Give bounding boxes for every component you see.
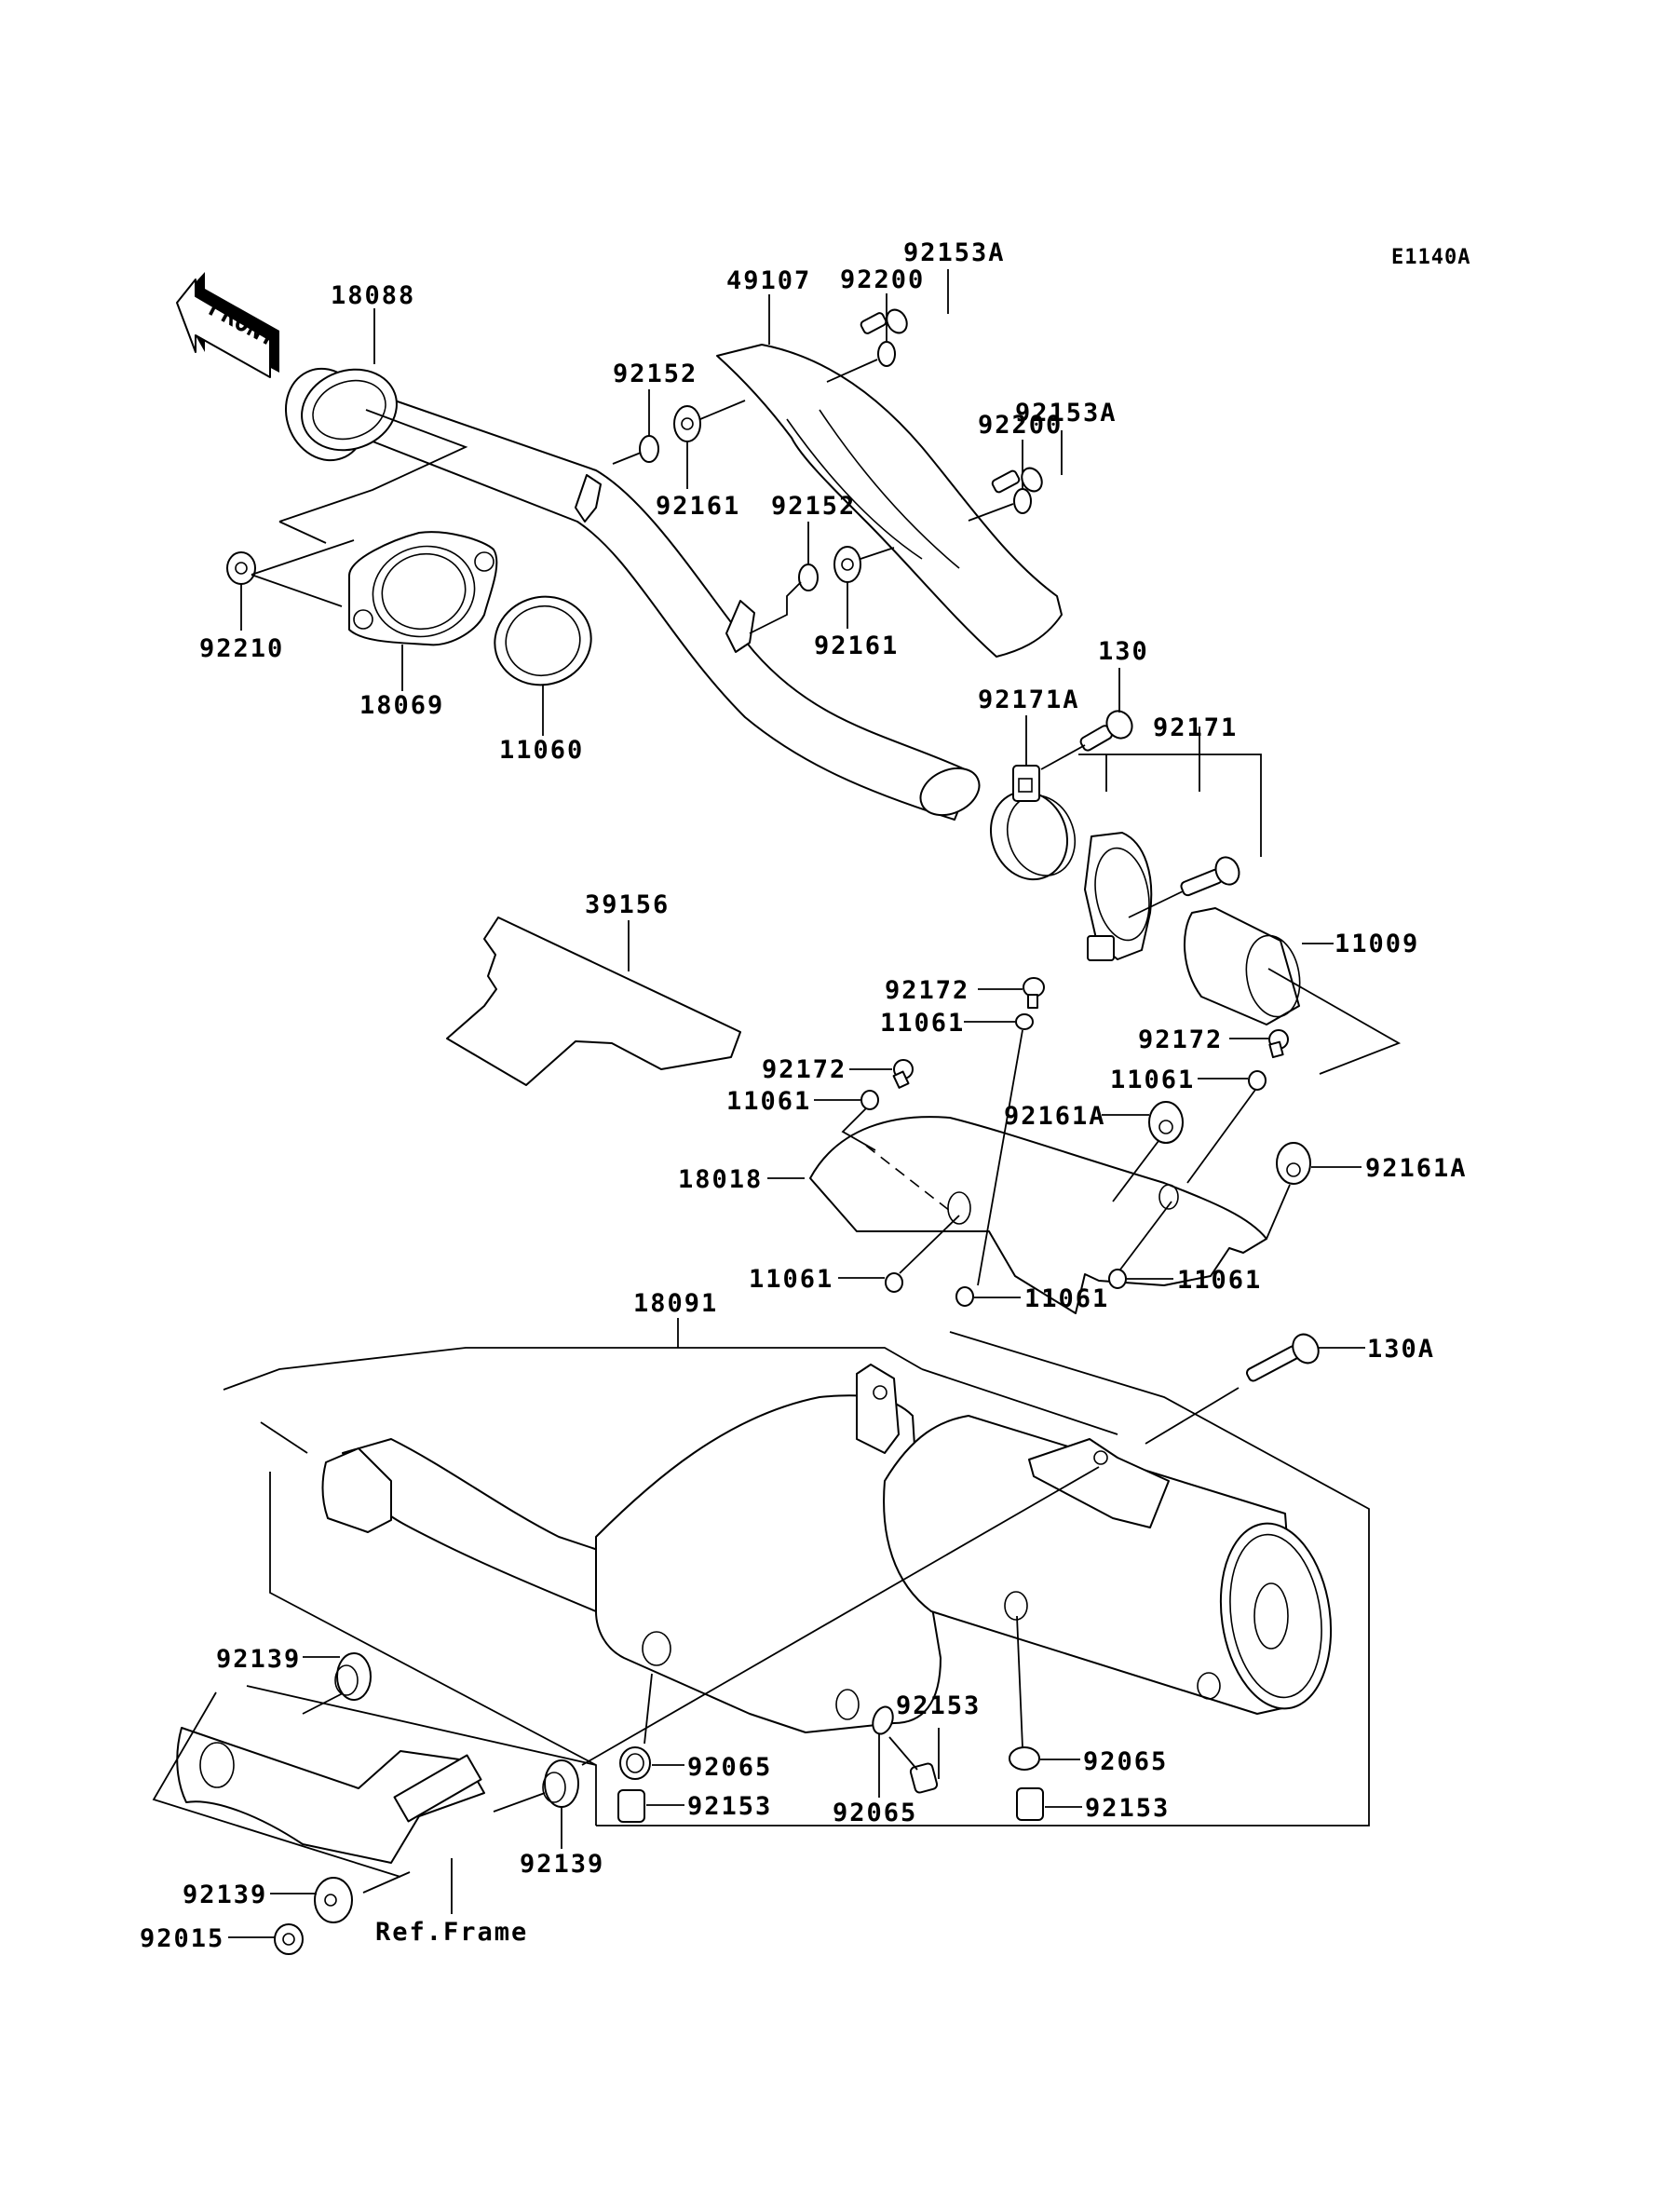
part-label-130A: 130A <box>1367 1335 1435 1364</box>
part-label-92139-top: 92139 <box>216 1645 301 1674</box>
part-label-92200-lower: 92200 <box>978 411 1063 440</box>
washer-92065-left <box>619 1746 651 1780</box>
screw-92172-right <box>1268 1029 1289 1059</box>
part-label-11061-lower-mid: 11061 <box>1024 1284 1109 1313</box>
rubber-mount-92139-top <box>334 1652 372 1701</box>
part-label-92161A-left: 92161A <box>1004 1102 1106 1131</box>
bolt-92171 <box>1180 856 1240 897</box>
grommet-92161A-right <box>1276 1142 1311 1185</box>
gasket-11060 <box>494 595 592 686</box>
part-label-92172-top: 92172 <box>885 976 969 1005</box>
washer-11061-top <box>1015 1013 1034 1030</box>
muffler-cover-18018 <box>809 1116 1267 1314</box>
part-label-18091: 18091 <box>633 1289 718 1318</box>
part-label-49107: 49107 <box>726 266 811 295</box>
bolt-130 <box>1079 710 1133 752</box>
part-label-92065-mid: 92065 <box>833 1799 917 1827</box>
exhaust-head-pipe <box>362 390 981 821</box>
washer-11061-lower-right <box>1108 1269 1127 1289</box>
clamp-92171 <box>1084 832 1153 961</box>
rubber-mount-92139-bottom <box>314 1877 353 1923</box>
part-label-92153-left: 92153 <box>687 1792 772 1821</box>
part-label-18088: 18088 <box>331 281 415 310</box>
heat-cover-49107 <box>716 344 1063 658</box>
washer-11061-right <box>1248 1070 1267 1091</box>
part-label-11061-lower-right: 11061 <box>1177 1266 1262 1295</box>
washer-92065-mid <box>872 1705 894 1735</box>
washer-11061-lower-mid <box>955 1286 974 1307</box>
washer-92065-right <box>1009 1746 1040 1771</box>
part-label-92172-right: 92172 <box>1138 1025 1223 1054</box>
part-label-11061-top: 11061 <box>880 1009 965 1038</box>
pipe-bracket-front <box>575 474 602 523</box>
rubber-mount-92139-right <box>542 1759 579 1808</box>
part-label-92065-right: 92065 <box>1083 1747 1168 1776</box>
grommet-92161-upper <box>673 405 701 442</box>
part-label-39156: 39156 <box>585 890 670 919</box>
part-label-92161-lower: 92161 <box>814 631 899 660</box>
heat-plate-39156 <box>446 917 741 1086</box>
part-label-92161A-right: 92161A <box>1365 1154 1468 1183</box>
front-arrow-icon: FRONT <box>176 272 281 378</box>
screw-92172-left <box>892 1059 914 1089</box>
washer-92200-lower <box>1013 488 1032 514</box>
grommet-92161A-left <box>1148 1101 1184 1144</box>
part-label-92153A-upper: 92153A <box>903 238 1006 267</box>
part-label-92153-mid: 92153 <box>896 1691 981 1720</box>
part-label-92171: 92171 <box>1153 713 1238 742</box>
bolt-130A <box>1245 1333 1320 1382</box>
bolt-92153A-lower <box>991 467 1043 494</box>
clamp-92171A <box>989 765 1076 881</box>
washer-92200-upper <box>877 341 896 367</box>
part-label-92153-right: 92153 <box>1085 1794 1170 1823</box>
collar-92152-lower <box>798 564 819 591</box>
drain-plug-92153-right <box>1016 1787 1044 1821</box>
part-label-11060: 11060 <box>499 736 584 765</box>
part-label-92139-bottom: 92139 <box>183 1881 267 1909</box>
part-label-92152-upper: 92152 <box>613 360 698 388</box>
washer-11061-lower-left <box>885 1272 903 1293</box>
part-label-11061-lower-left: 11061 <box>749 1265 833 1294</box>
part-label-92139-right: 92139 <box>520 1850 604 1879</box>
muffler-18091 <box>321 1364 1333 1733</box>
nut-92210 <box>226 551 256 585</box>
part-label-11009: 11009 <box>1335 930 1419 958</box>
part-label-92065-left: 92065 <box>687 1753 772 1782</box>
gasket-11009 <box>1184 907 1301 1025</box>
part-label-92210: 92210 <box>199 634 284 663</box>
part-label-130: 130 <box>1098 637 1149 666</box>
frame-bracket <box>176 1727 485 1864</box>
drain-plug-92153-left <box>617 1789 645 1823</box>
part-label-92015: 92015 <box>140 1924 224 1953</box>
part-label-92200-upper: 92200 <box>840 265 925 294</box>
flange-18069 <box>348 531 498 646</box>
drain-plug-92153-mid <box>909 1762 939 1794</box>
figure-code: E1140A <box>1391 246 1470 269</box>
washer-11061-left <box>860 1090 879 1110</box>
pipe-bracket-rear <box>725 600 755 653</box>
part-label-92171A: 92171A <box>978 686 1080 714</box>
ref-frame-label: Ref.Frame <box>375 1918 528 1947</box>
part-label-18069: 18069 <box>359 691 444 720</box>
bolt-92153A-upper <box>860 308 908 334</box>
part-label-11061-left: 11061 <box>726 1087 811 1116</box>
part-label-92152-lower: 92152 <box>771 492 856 521</box>
part-label-11061-right: 11061 <box>1110 1066 1195 1094</box>
part-label-92172-left: 92172 <box>762 1055 847 1084</box>
nut-92015 <box>274 1923 304 1955</box>
grommet-92161-lower <box>833 546 861 583</box>
part-label-92153A-lower: 92153A <box>1015 399 1118 428</box>
pipe-holder-18088 <box>284 367 398 462</box>
screw-92172-top <box>1023 977 1045 1009</box>
part-label-18018: 18018 <box>678 1165 763 1194</box>
collar-92152-upper <box>639 435 659 463</box>
part-label-92161-upper: 92161 <box>656 492 740 521</box>
